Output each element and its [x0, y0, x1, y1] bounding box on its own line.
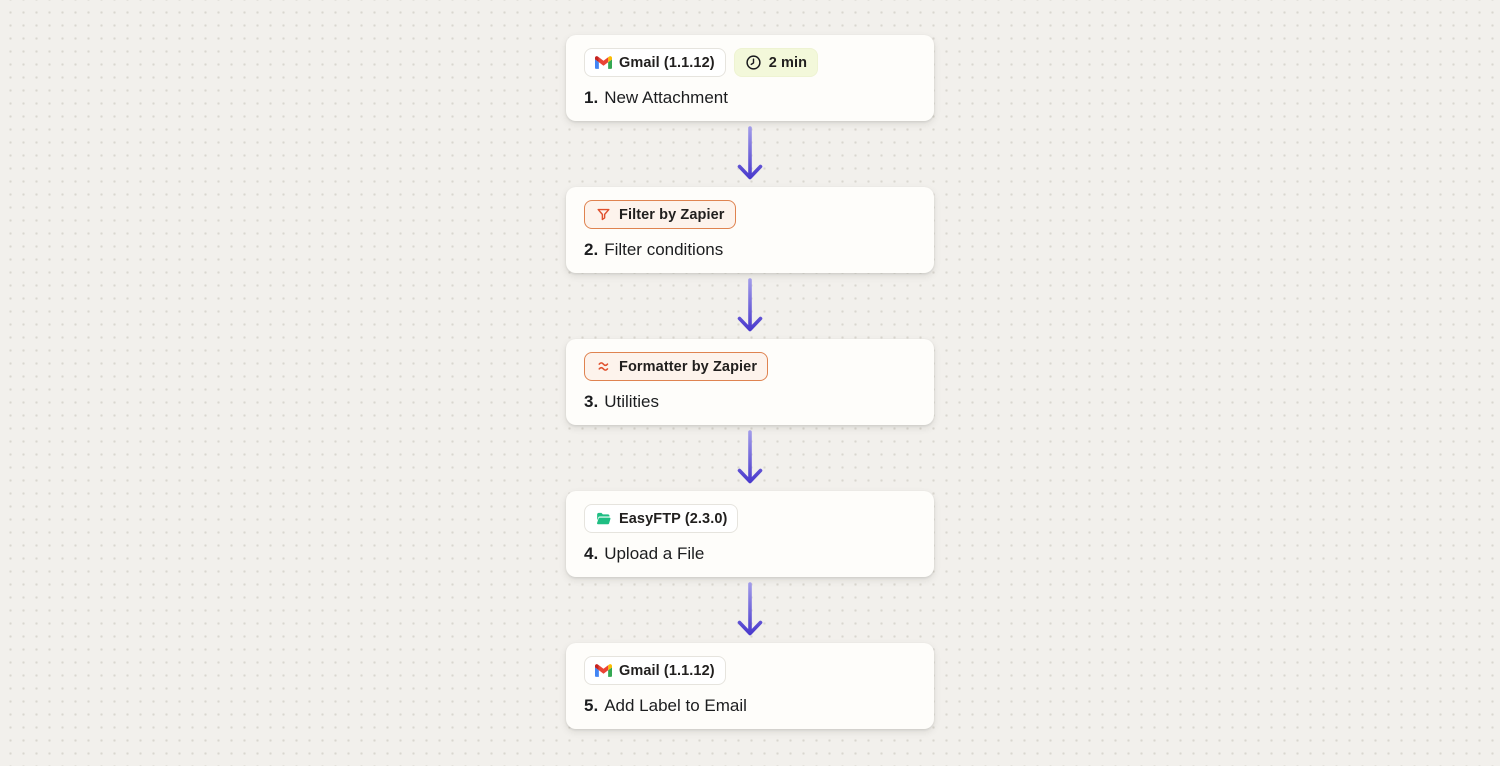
workflow-step-card-5[interactable]: Gmail (1.1.12) 5. Add Label to Email [566, 643, 934, 729]
step-title-row: 4. Upload a File [584, 544, 916, 564]
arrow-down-icon [737, 278, 763, 332]
filter-icon [595, 206, 612, 223]
clock-icon [745, 54, 762, 71]
formatter-badge: Formatter by Zapier [584, 352, 769, 381]
step-title-row: 3. Utilities [584, 392, 916, 412]
step-number: 4. [584, 544, 599, 563]
step-number: 1. [584, 88, 599, 107]
step-title-row: 1. New Attachment [584, 88, 916, 108]
gmail-icon [595, 54, 612, 71]
workflow-flow: Gmail (1.1.12) 2 min 1. New Attachment F… [566, 35, 934, 729]
badge-label: Gmail (1.1.12) [619, 54, 715, 71]
gmail-badge: Gmail (1.1.12) [584, 48, 726, 77]
badge-label: Filter by Zapier [619, 206, 725, 223]
badge-label: 2 min [768, 54, 808, 71]
badge-row: EasyFTP (2.3.0) [584, 504, 916, 533]
clock-badge: 2 min [733, 48, 819, 77]
step-number: 5. [584, 696, 599, 715]
step-title-row: 2. Filter conditions [584, 240, 916, 260]
formatter-icon [595, 358, 612, 375]
badge-label: Formatter by Zapier [619, 358, 758, 375]
connector [566, 425, 934, 491]
arrow-down-icon [737, 582, 763, 636]
badge-row: Filter by Zapier [584, 200, 916, 229]
step-number: 3. [584, 392, 599, 411]
filter-badge: Filter by Zapier [584, 200, 736, 229]
step-title-row: 5. Add Label to Email [584, 696, 916, 716]
gmail-icon [595, 662, 612, 679]
workflow-step-card-3[interactable]: Formatter by Zapier 3. Utilities [566, 339, 934, 425]
connector [566, 577, 934, 643]
badge-row: Formatter by Zapier [584, 352, 916, 381]
easyftp-icon [595, 510, 612, 527]
workflow-step-card-4[interactable]: EasyFTP (2.3.0) 4. Upload a File [566, 491, 934, 577]
step-title: Upload a File [604, 544, 705, 563]
workflow-step-card-2[interactable]: Filter by Zapier 2. Filter conditions [566, 187, 934, 273]
badge-label: Gmail (1.1.12) [619, 662, 715, 679]
workflow-step-card-1[interactable]: Gmail (1.1.12) 2 min 1. New Attachment [566, 35, 934, 121]
badge-row: Gmail (1.1.12) [584, 656, 916, 685]
arrow-down-icon [737, 126, 763, 180]
gmail-badge: Gmail (1.1.12) [584, 656, 726, 685]
badge-label: EasyFTP (2.3.0) [619, 510, 728, 527]
badge-row: Gmail (1.1.12) 2 min [584, 48, 916, 77]
step-title: Filter conditions [604, 240, 724, 259]
easyftp-badge: EasyFTP (2.3.0) [584, 504, 739, 533]
arrow-down-icon [737, 430, 763, 484]
step-title: Utilities [604, 392, 659, 411]
connector [566, 273, 934, 339]
step-title: Add Label to Email [604, 696, 747, 715]
connector [566, 121, 934, 187]
step-number: 2. [584, 240, 599, 259]
step-title: New Attachment [604, 88, 728, 107]
